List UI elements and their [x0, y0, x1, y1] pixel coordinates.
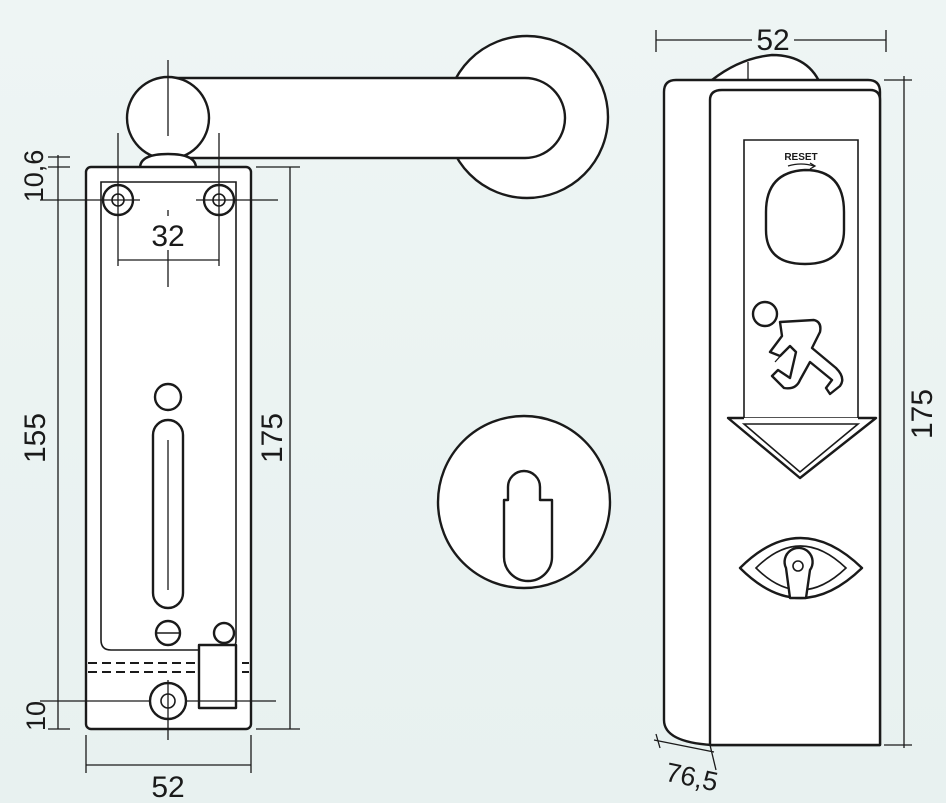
lever-handle	[125, 34, 610, 200]
dim-plate-height: 155	[19, 413, 52, 463]
reset-button	[764, 168, 846, 266]
dim-side-width: 52	[756, 24, 789, 57]
cylinder-keyhole	[502, 469, 554, 583]
cylinder-rosette	[436, 414, 612, 590]
small-hole	[212, 621, 236, 645]
dim-front-width: 52	[151, 771, 184, 803]
dim-top-offset: 10,6	[19, 150, 49, 203]
lever-neck	[138, 152, 198, 170]
latch-block	[197, 643, 238, 710]
down-arrow-icon	[726, 416, 878, 480]
dim-side-height: 175	[906, 389, 939, 439]
eye-keyhole-icon	[738, 536, 864, 600]
running-man-icon	[751, 300, 844, 396]
dim-side-depth: 76,5	[663, 757, 721, 797]
lever-arm	[166, 76, 567, 160]
side-view: RESET 52 175 76,5	[653, 24, 939, 797]
dim-overall-height: 175	[256, 413, 289, 463]
front-dimensions: 32 52 10,6 155 10 175	[19, 150, 300, 803]
reset-label: RESET	[784, 152, 817, 163]
slot-top-hole	[153, 382, 183, 412]
dim-hole-spacing: 32	[151, 220, 184, 253]
dim-bottom-offset: 10	[21, 701, 51, 731]
